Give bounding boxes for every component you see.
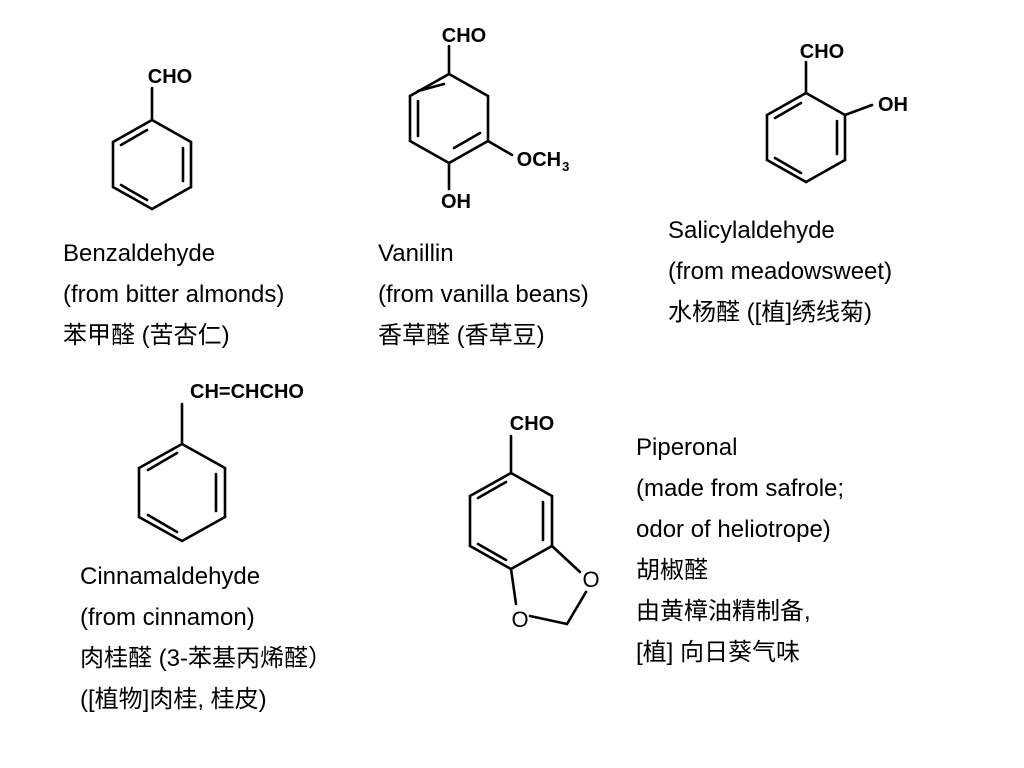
salicylaldehyde-name: Salicylaldehyde (668, 217, 835, 244)
salicylaldehyde-structure (765, 60, 874, 184)
cinnamaldehyde-chinese: 肉桂醛 (3-苯基丙烯醛） (80, 645, 332, 672)
salicylaldehyde-cho-label: CHO (799, 41, 845, 63)
benzaldehyde-caption: Benzaldehyde (from bitter almonds) 苯甲醛 (… (63, 233, 284, 356)
cinnamaldehyde-source: (from cinnamon) (80, 604, 255, 631)
piperonal-ring-oxygen-lower: O (511, 607, 529, 632)
piperonal-chinese-odor: [植] 向日葵气味 (636, 639, 801, 666)
piperonal-caption: Piperonal (made from safrole; odor of he… (636, 427, 844, 673)
salicylaldehyde-caption: Salicylaldehyde (from meadowsweet) 水杨醛 (… (668, 210, 892, 333)
piperonal-structure (468, 434, 588, 626)
salicylaldehyde-oh-label: OH (878, 94, 908, 116)
vanillin-cho-label: CHO (441, 25, 487, 47)
vanillin-chinese: 香草醛 (香草豆) (378, 322, 545, 349)
benzaldehyde-cho-label: CHO (147, 66, 193, 88)
piperonal-source-line2: odor of heliotrope) (636, 516, 831, 543)
vanillin-name: Vanillin (378, 240, 454, 267)
vanillin-caption: Vanillin (from vanilla beans) 香草醛 (香草豆) (378, 233, 589, 356)
benzaldehyde-structure (111, 86, 193, 211)
piperonal-cho-label: CHO (509, 413, 555, 435)
benzaldehyde-source: (from bitter almonds) (63, 281, 285, 308)
vanillin-structure (408, 44, 514, 191)
piperonal-chinese-source: 由黄樟油精制备, (636, 598, 811, 625)
piperonal-chinese: 胡椒醛 (636, 557, 708, 584)
vanillin-methoxy-text: OCH (516, 149, 562, 171)
benzaldehyde-name: Benzaldehyde (63, 240, 216, 267)
salicylaldehyde-chinese: 水杨醛 ([植]绣线菊) (668, 299, 872, 326)
vanillin-methoxy-label: OCH3 (516, 149, 570, 174)
vanillin-source: (from vanilla beans) (378, 281, 589, 308)
cinnamaldehyde-name: Cinnamaldehyde (80, 563, 261, 590)
cinnamaldehyde-chinese-source: ([植物]肉桂, 桂皮) (80, 686, 267, 713)
piperonal-source-line1: (made from safrole; (636, 475, 845, 502)
cinnamaldehyde-chain-label: CH=CHCHO (190, 381, 304, 403)
piperonal-ring-oxygen-upper: O (582, 567, 600, 592)
vanillin-methoxy-subscript: 3 (562, 159, 570, 174)
vanillin-oh-label: OH (441, 191, 471, 213)
benzaldehyde-chinese: 苯甲醛 (苦杏仁) (63, 322, 230, 349)
cinnamaldehyde-caption: Cinnamaldehyde (from cinnamon) 肉桂醛 (3-苯基… (80, 556, 332, 720)
cinnamaldehyde-structure (137, 402, 227, 543)
piperonal-name: Piperonal (636, 434, 738, 461)
salicylaldehyde-source: (from meadowsweet) (668, 258, 893, 285)
